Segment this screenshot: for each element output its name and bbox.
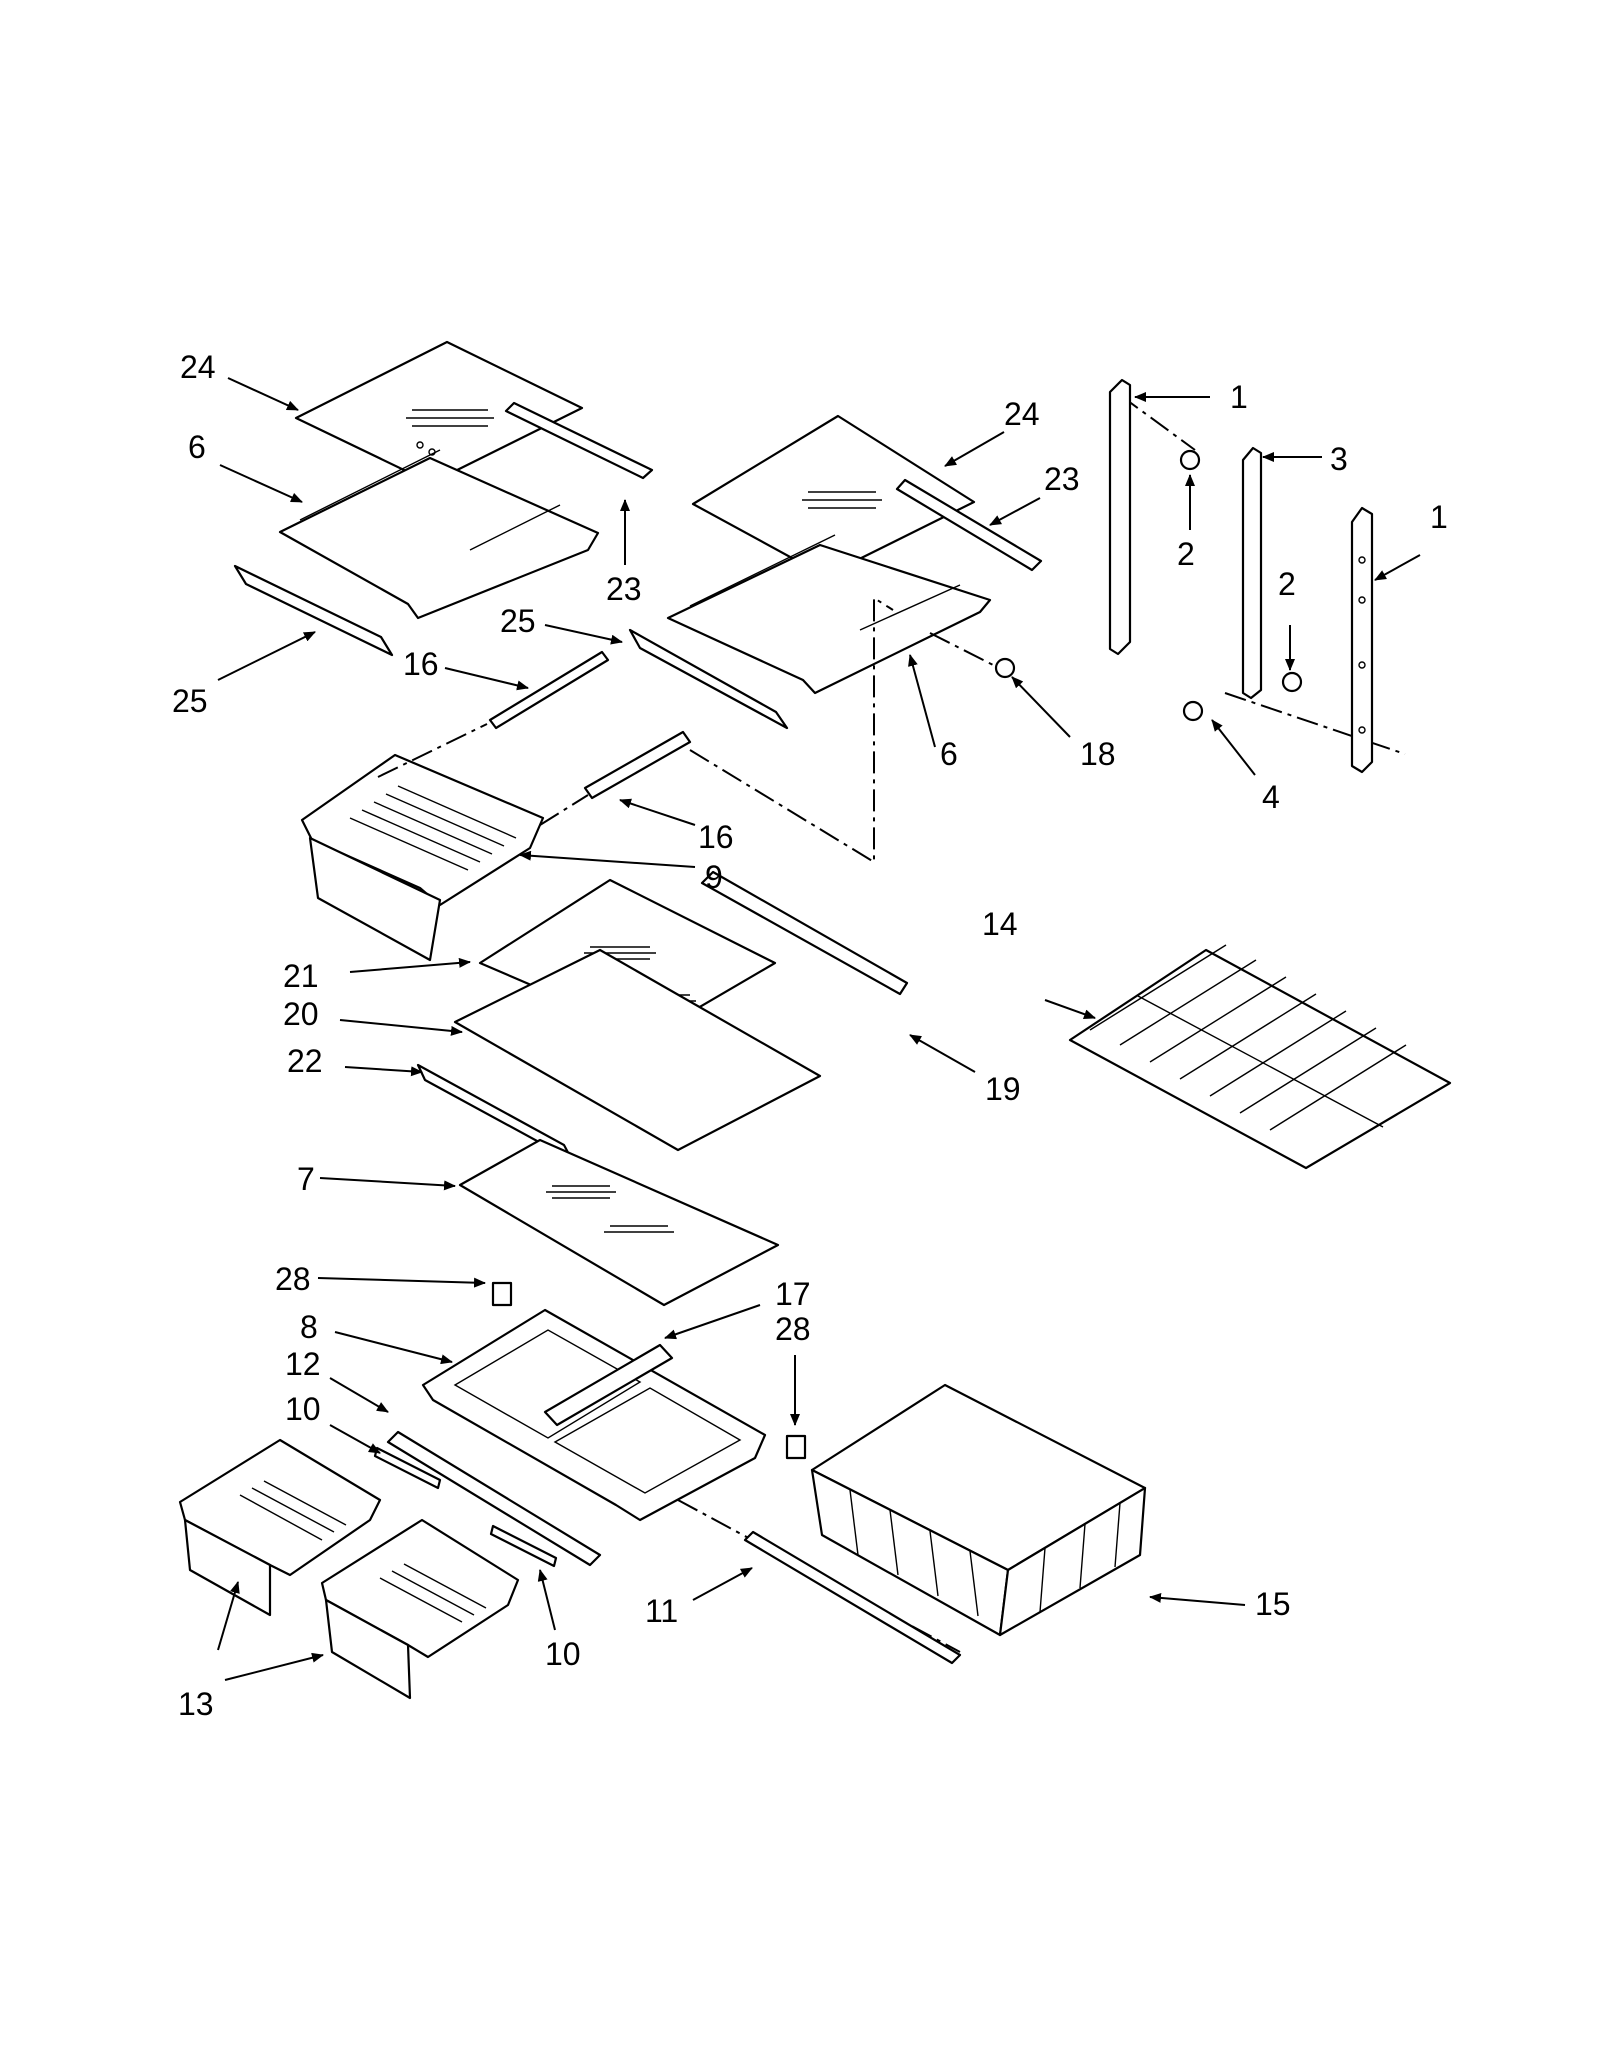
callout-14: 14 (982, 906, 1018, 942)
crisper-drawer-right (320, 1518, 520, 1700)
slide-rail-upper (488, 650, 610, 730)
callout-28: 28 (275, 1261, 311, 1297)
slide-rail-lower (583, 730, 692, 800)
callout-2: 2 (1278, 566, 1296, 602)
upper-right-shelf-assembly (628, 414, 1043, 730)
crisper-cover-glass (458, 1138, 780, 1307)
callout-16: 16 (698, 819, 734, 855)
deli-drawer (300, 753, 545, 962)
upper-left-shelf-assembly (233, 340, 654, 657)
callout-10: 10 (285, 1391, 321, 1427)
callout-24: 24 (180, 349, 216, 385)
callout-16: 16 (403, 646, 439, 682)
callout-13: 13 (178, 1686, 214, 1722)
wire-basket (810, 1383, 1147, 1637)
callout-23: 23 (1044, 461, 1080, 497)
callout-6: 6 (188, 429, 206, 465)
callout-23: 23 (606, 571, 642, 607)
screws (994, 449, 1303, 722)
callout-24: 24 (1004, 396, 1040, 432)
callout-8: 8 (300, 1309, 318, 1345)
callout-25: 25 (172, 683, 208, 719)
callout-7: 7 (297, 1161, 315, 1197)
callout-28: 28 (775, 1311, 811, 1347)
callout-6: 6 (940, 736, 958, 772)
crisper-drawer-left (178, 1438, 382, 1617)
middle-shelf-assembly (416, 870, 909, 1162)
wire-shelf (1068, 944, 1452, 1170)
callout-1: 1 (1230, 379, 1248, 415)
callout-12: 12 (285, 1346, 321, 1382)
callout-numbers: 24 6 23 25 24 23 25 16 6 18 16 9 1 3 2 1… (172, 349, 1448, 1722)
callout-11: 11 (645, 1593, 678, 1629)
callout-1: 1 (1430, 499, 1448, 535)
callout-15: 15 (1255, 1586, 1291, 1622)
callout-22: 22 (287, 1043, 323, 1079)
callout-3: 3 (1330, 441, 1348, 477)
crisper-frame-assembly (386, 1281, 807, 1567)
callout-4: 4 (1262, 779, 1280, 815)
callout-20: 20 (283, 996, 319, 1032)
leader-arrows (217, 377, 1421, 1681)
callout-17: 17 (775, 1276, 811, 1312)
callout-25: 25 (500, 603, 536, 639)
callout-18: 18 (1080, 736, 1116, 772)
callout-10: 10 (545, 1636, 581, 1672)
bracket-lower (489, 1524, 558, 1568)
callout-21: 21 (283, 958, 319, 994)
callout-19: 19 (985, 1071, 1021, 1107)
drawer-rod (743, 1530, 962, 1665)
callout-9: 9 (705, 859, 723, 895)
callout-2: 2 (1177, 536, 1195, 572)
vertical-rails (1108, 378, 1374, 774)
